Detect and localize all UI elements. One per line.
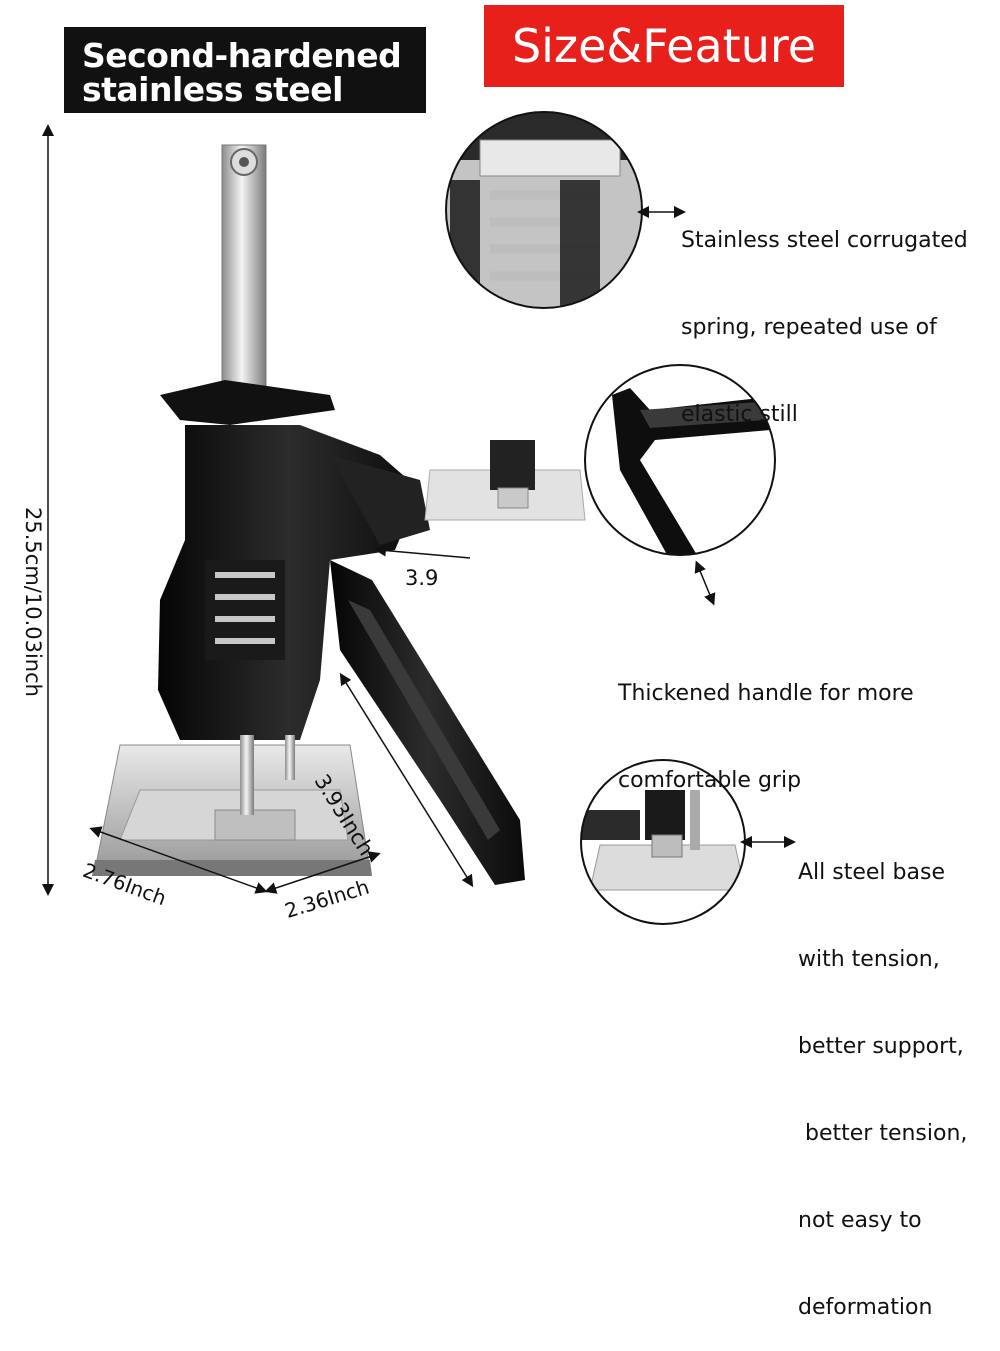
feature-caption-line: not easy to <box>798 1208 922 1233</box>
material-badge: Second-hardened stainless steel <box>64 27 426 113</box>
feature-caption-line: with tension, <box>798 947 940 972</box>
base-dimension-lines <box>89 826 381 894</box>
feature-caption-line: Thickened handle for more <box>618 681 914 706</box>
material-badge-line1: Second-hardened <box>82 36 402 75</box>
handle-dimension-line <box>339 672 474 888</box>
feature-caption-line: Stainless steel corrugated <box>681 228 968 253</box>
feature-caption-spring: Stainless steel corrugated spring, repea… <box>681 168 968 458</box>
product-illustration <box>42 111 796 925</box>
feature-caption-line: All steel base <box>798 860 945 885</box>
spring-detail-circle <box>445 111 686 309</box>
feature-caption-line: spring, repeated use of <box>681 315 937 340</box>
feature-caption-line: comfortable grip <box>618 768 802 793</box>
feature-caption-line: better support, <box>798 1034 964 1059</box>
feature-caption-handle: Thickened handle for more comfortable gr… <box>618 621 914 824</box>
handle-detail-circle <box>584 364 776 606</box>
feature-caption-line: elastic still <box>681 402 798 427</box>
feature-caption-line: deformation <box>798 1295 933 1320</box>
feature-caption-line: better tension, <box>798 1121 968 1146</box>
partial-base-detail <box>374 440 586 559</box>
base-detail-circle <box>580 759 796 925</box>
section-title-badge: Size&Feature <box>484 5 844 87</box>
height-dimension-label: 25.5cm/10.03inch <box>21 507 45 697</box>
handle-dimension-label-partial: 3.9 <box>405 566 439 590</box>
feature-caption-base: All steel base with tension, better supp… <box>798 800 967 1351</box>
material-badge-line2: stainless steel <box>82 70 343 109</box>
